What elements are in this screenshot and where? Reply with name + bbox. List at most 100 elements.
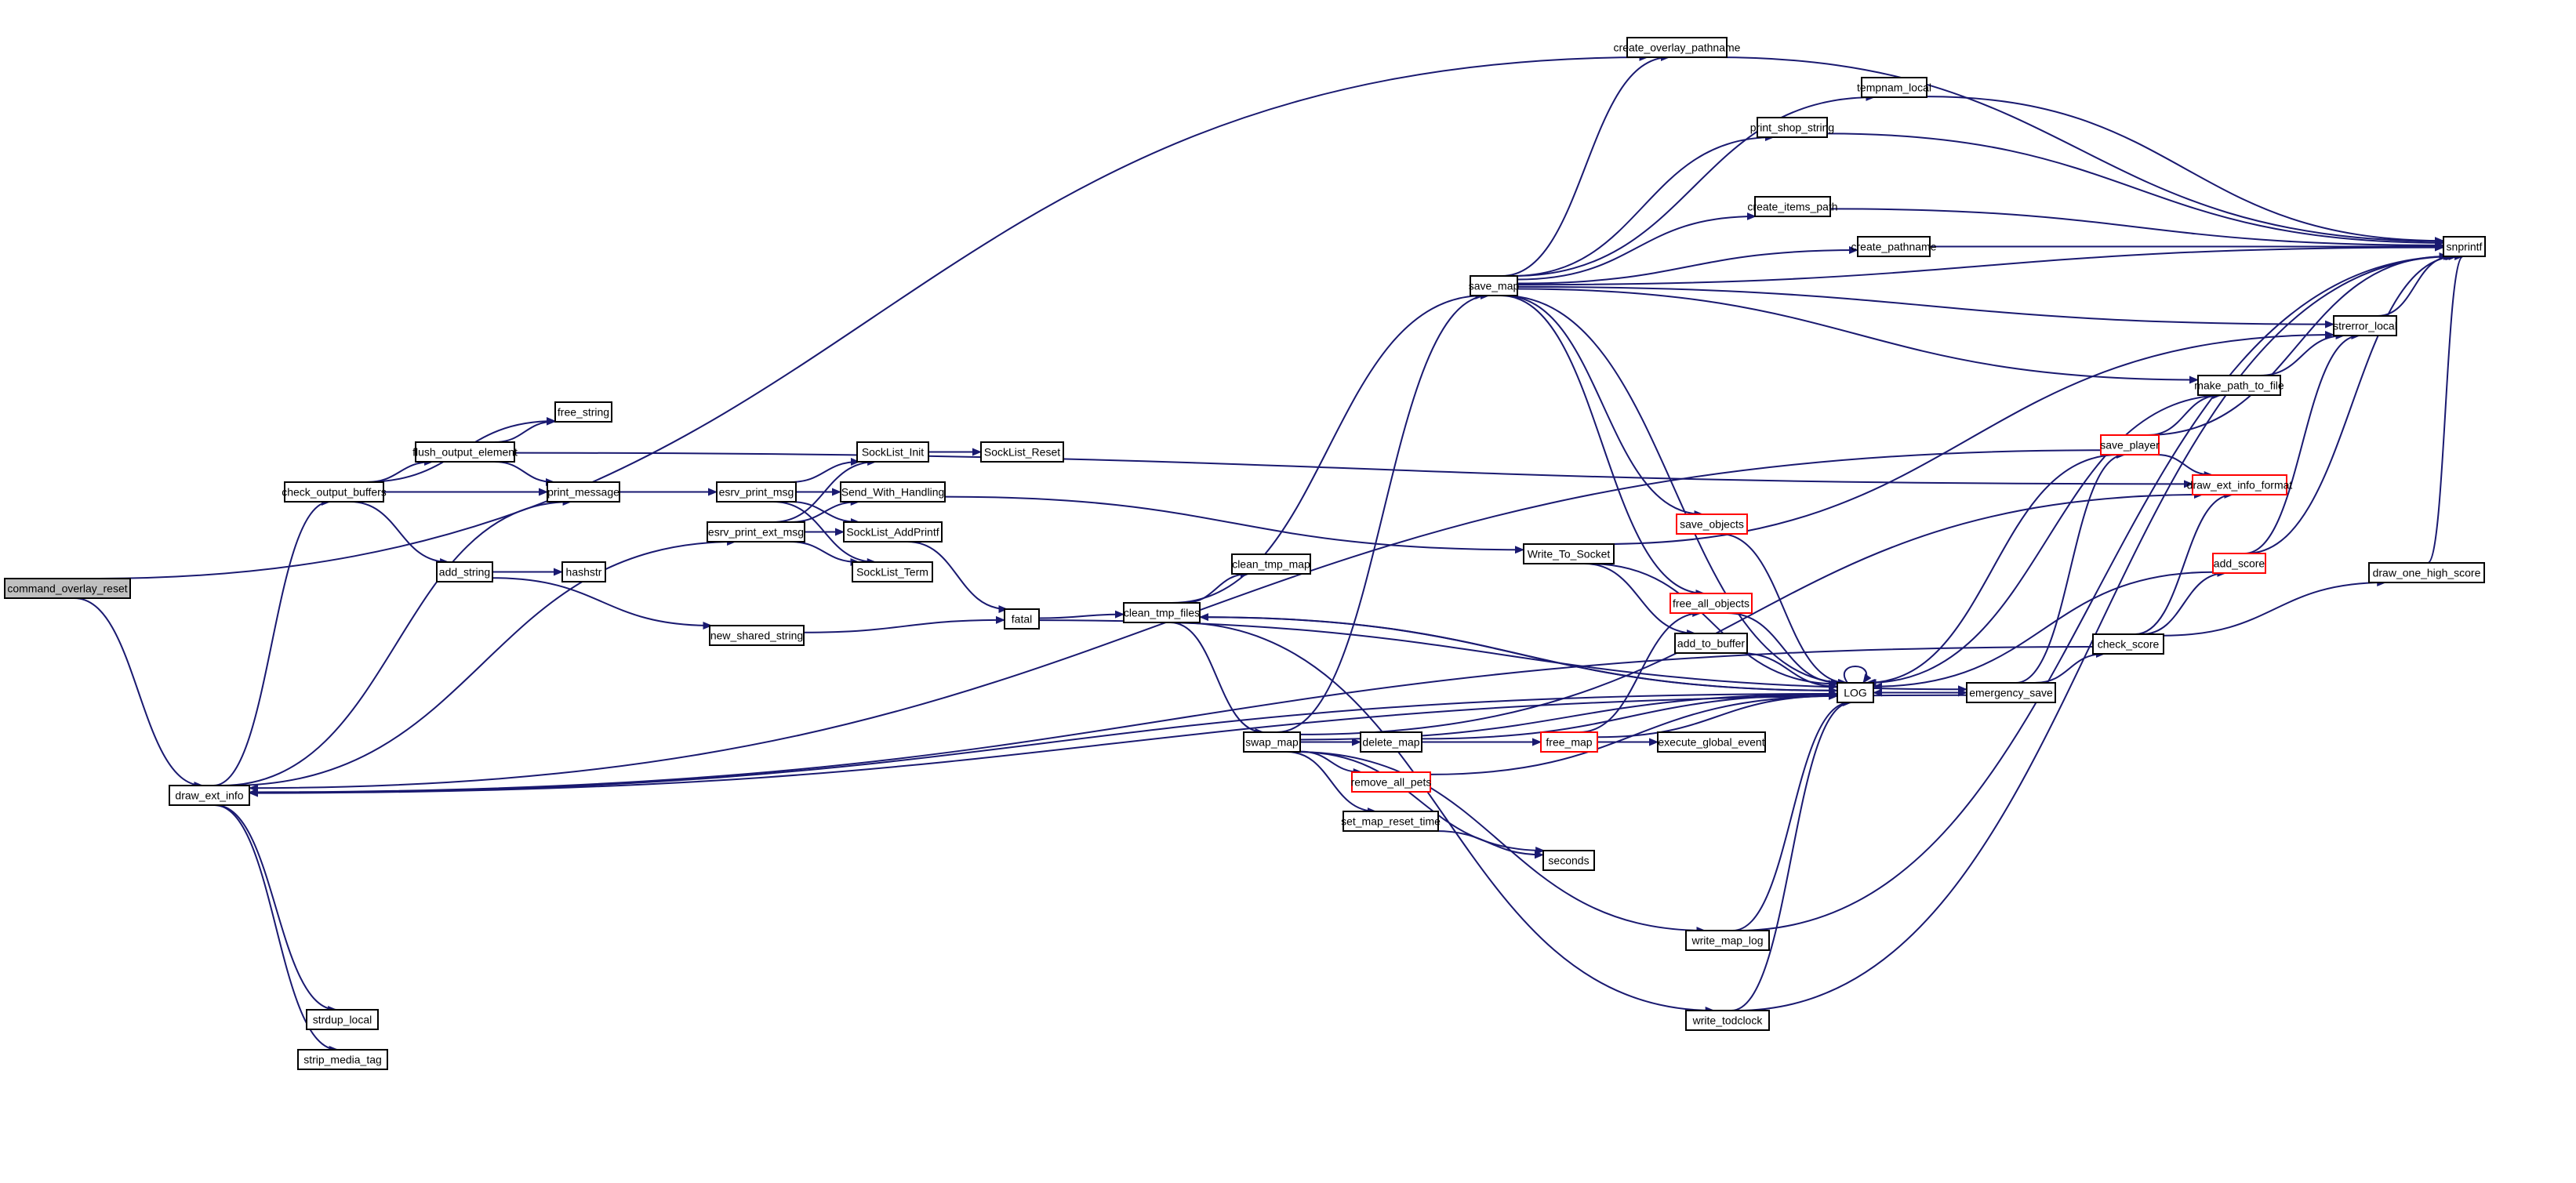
node-new_shared_string[interactable]: new_shared_string <box>709 625 805 646</box>
node-box <box>1004 608 1040 630</box>
node-draw_ext_info_format[interactable]: draw_ext_info_format <box>2187 474 2293 495</box>
edge-check_score-to-draw_ext_info <box>249 646 2094 797</box>
node-seconds[interactable]: seconds <box>1542 850 1595 871</box>
node-save_map[interactable]: save_map <box>1469 275 1520 296</box>
node-box <box>1351 771 1431 793</box>
node-flush_output_element[interactable]: flush_output_element <box>412 441 518 463</box>
node-box <box>1757 117 1828 138</box>
node-label: hashstr <box>566 566 602 579</box>
node-SockList_Init[interactable]: SockList_Init <box>856 441 929 463</box>
node-draw_ext_info[interactable]: draw_ext_info <box>169 785 250 806</box>
edge-save_player-to-LOG <box>1865 454 2120 687</box>
node-label: save_player <box>2100 439 2160 452</box>
node-make_path_to_file[interactable]: make_path_to_file <box>2194 375 2284 396</box>
node-Write_To_Socket[interactable]: Write_To_Socket <box>1523 543 1615 564</box>
node-box <box>2197 375 2281 396</box>
node-box <box>2443 236 2486 257</box>
node-add_string[interactable]: add_string <box>436 561 493 582</box>
node-box <box>1676 513 1748 535</box>
node-write_todclock[interactable]: write_todclock <box>1685 1010 1770 1031</box>
node-box <box>297 1049 388 1070</box>
node-box <box>707 521 805 543</box>
node-check_score[interactable]: check_score <box>2092 633 2164 655</box>
edge-add_score-to-snprintf <box>2246 252 2458 554</box>
edge-draw_ext_info-to-esrv_print_ext_msg <box>229 538 737 786</box>
node-save_player[interactable]: save_player <box>2100 434 2160 455</box>
node-label: save_objects <box>1680 518 1744 531</box>
node-label: SockList_Init <box>862 446 924 459</box>
edge-free_map-to-free_all_objects <box>1579 609 1702 733</box>
node-SockList_AddPrintf[interactable]: SockList_AddPrintf <box>843 521 943 543</box>
node-box <box>4 578 131 599</box>
node-label: clean_tmp_map <box>1232 558 1310 571</box>
edge-draw_ext_info-to-print_message <box>221 498 572 786</box>
node-draw_one_high_score[interactable]: draw_one_high_score <box>2368 562 2485 583</box>
node-free_all_objects[interactable]: free_all_objects <box>1669 593 1753 614</box>
node-label: tempnam_local <box>1857 82 1931 94</box>
node-swap_map[interactable]: swap_map <box>1243 731 1301 753</box>
edge-check_score-to-draw_ext_info_format <box>2135 491 2234 635</box>
node-add_to_buffer[interactable]: add_to_buffer <box>1674 633 1748 654</box>
node-box <box>1685 930 1770 951</box>
node-clean_tmp_map[interactable]: clean_tmp_map <box>1231 553 1311 575</box>
edge-add_string-to-new_shared_string <box>492 577 713 630</box>
node-print_shop_string[interactable]: print_shop_string <box>1750 117 1834 138</box>
node-SockList_Term[interactable]: SockList_Term <box>852 561 933 582</box>
node-label: free_string <box>558 406 609 419</box>
edge-save_map-to-create_pathname <box>1517 246 1858 285</box>
node-box <box>980 441 1064 463</box>
node-check_output_buffers[interactable]: check_output_buffers <box>282 481 387 503</box>
node-snprintf[interactable]: snprintf <box>2443 236 2486 257</box>
node-set_map_reset_time[interactable]: set_map_reset_time <box>1341 811 1441 832</box>
edge-clean_tmp_files-to-write_todclock <box>1175 622 1715 1014</box>
node-label: check_output_buffers <box>282 486 387 499</box>
node-create_items_path[interactable]: create_items_path <box>1747 196 1838 217</box>
node-execute_global_event[interactable]: execute_global_event <box>1657 731 1766 753</box>
node-box <box>1857 236 1931 257</box>
node-tempnam_local[interactable]: tempnam_local <box>1857 77 1931 98</box>
node-strerror_local[interactable]: strerror_local <box>2333 315 2397 336</box>
node-create_pathname[interactable]: create_pathname <box>1851 236 1937 257</box>
node-label: add_string <box>439 566 490 579</box>
node-fatal[interactable]: fatal <box>1004 608 1040 630</box>
node-strdup_local[interactable]: strdup_local <box>306 1009 379 1030</box>
node-label: make_path_to_file <box>2194 379 2284 392</box>
node-esrv_print_ext_msg[interactable]: esrv_print_ext_msg <box>707 521 805 543</box>
edge-save_map-to-create_overlay_pathname <box>1501 53 1670 277</box>
node-SockList_Reset[interactable]: SockList_Reset <box>980 441 1064 463</box>
node-label: new_shared_string <box>710 630 803 642</box>
edge-add_score-to-strerror_local <box>2244 332 2361 554</box>
node-remove_all_pets[interactable]: remove_all_pets <box>1351 771 1432 793</box>
edge-save_map-to-snprintf <box>1517 243 2444 286</box>
node-label: add_to_buffer <box>1677 637 1745 650</box>
edge-LOG-to-LOG <box>1843 666 1872 684</box>
node-save_objects[interactable]: save_objects <box>1676 513 1748 535</box>
node-box <box>2100 434 2160 455</box>
node-LOG[interactable]: LOG <box>1837 682 1874 703</box>
node-write_map_log[interactable]: write_map_log <box>1685 930 1770 951</box>
node-add_score[interactable]: add_score <box>2212 553 2266 574</box>
node-strip_media_tag[interactable]: strip_media_tag <box>297 1049 388 1070</box>
node-free_string[interactable]: free_string <box>554 401 612 423</box>
edge-command_overlay_reset-to-draw_ext_info <box>74 597 204 789</box>
edge-swap_map-to-draw_ext_info_format <box>1299 491 2204 735</box>
edge-save_map-to-make_path_to_file <box>1517 288 2199 384</box>
node-label: strdup_local <box>313 1014 372 1026</box>
node-label: write_map_log <box>1691 934 1763 947</box>
node-create_overlay_pathname[interactable]: create_overlay_pathname <box>1614 37 1741 58</box>
node-free_map[interactable]: free_map <box>1540 731 1598 753</box>
node-command_overlay_reset[interactable]: command_overlay_reset <box>4 578 131 599</box>
node-Send_With_Handling[interactable]: Send_With_Handling <box>840 481 946 503</box>
node-label: strip_media_tag <box>303 1054 382 1066</box>
node-label: fatal <box>1012 613 1032 626</box>
node-print_message[interactable]: print_message <box>547 481 620 503</box>
node-label: draw_ext_info <box>175 789 243 802</box>
node-esrv_print_msg[interactable]: esrv_print_msg <box>716 481 797 503</box>
node-label: write_todclock <box>1692 1014 1764 1027</box>
node-emergency_save[interactable]: emergency_save <box>1966 682 2056 703</box>
edge-write_map_log-to-LOG <box>1732 699 1851 931</box>
node-label: print_message <box>547 486 619 499</box>
node-delete_map[interactable]: delete_map <box>1360 731 1422 753</box>
node-clean_tmp_files[interactable]: clean_tmp_files <box>1123 602 1201 623</box>
node-hashstr[interactable]: hashstr <box>561 561 606 582</box>
